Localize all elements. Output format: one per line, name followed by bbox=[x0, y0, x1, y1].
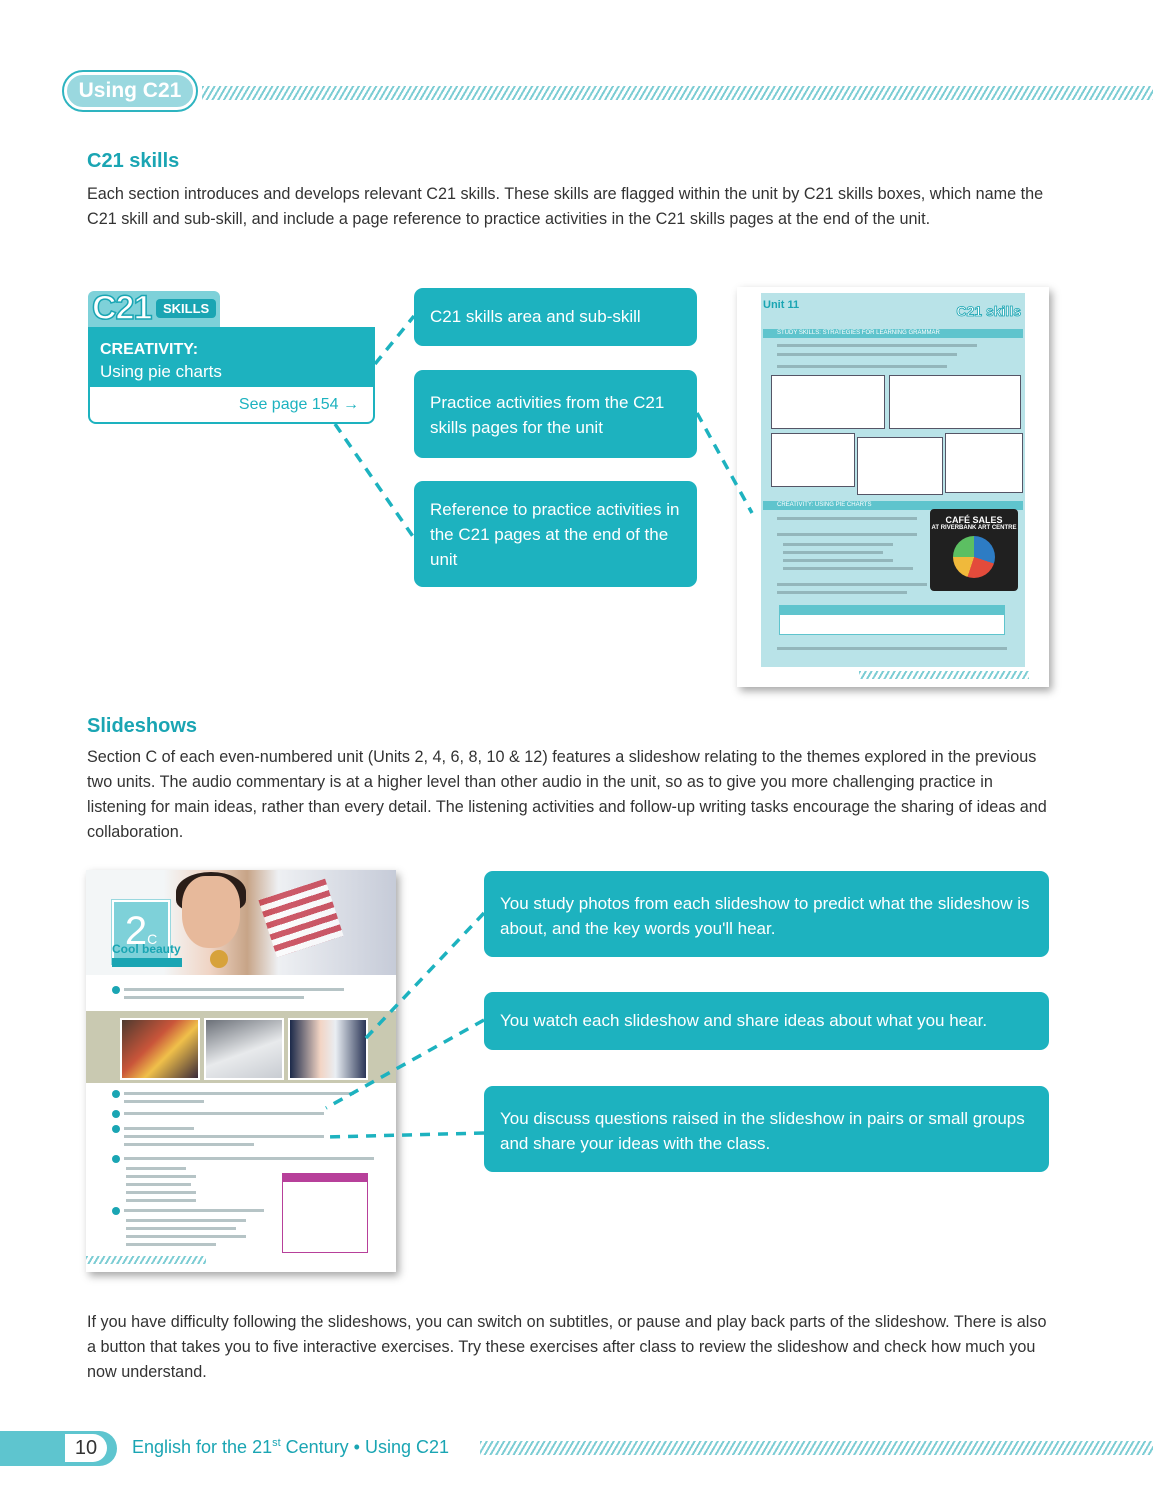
skill-area: CREATIVITY: bbox=[100, 341, 199, 358]
thumb-pie-chart-poster: CAFÉ SALES AT RIVERBANK ART CENTRE bbox=[930, 509, 1018, 591]
header-hatch-divider bbox=[202, 86, 1153, 100]
c21-skills-example-box: CREATIVITY: Using pie charts See page 15… bbox=[88, 327, 375, 424]
thumb-c21-logo: C21 skills bbox=[956, 303, 1021, 320]
thumb-unit-title: Cool beauty bbox=[112, 942, 181, 956]
slideshows-heading: Slideshows bbox=[87, 715, 198, 737]
slideshow-photo-city bbox=[120, 1018, 200, 1080]
c21-logo-text: C21 bbox=[91, 288, 153, 328]
unit-number-badge: 2C bbox=[111, 899, 171, 965]
slideshows-closing: If you have difficulty following the sli… bbox=[87, 1313, 1047, 1381]
see-page-reference: See page 154 → bbox=[238, 396, 359, 413]
slideshows-intro: Section C of each even-numbered unit (Un… bbox=[87, 748, 1047, 841]
arrow-right-icon: → bbox=[343, 396, 359, 413]
page-number-tab: 10 bbox=[0, 1431, 117, 1466]
footer-hatch-divider bbox=[480, 1441, 1153, 1455]
slideshow-photo-interview bbox=[288, 1018, 368, 1080]
pie-chart-icon bbox=[953, 536, 995, 578]
c21-skills-heading: C21 skills bbox=[87, 150, 180, 172]
thumb-section-study-skills: STUDY SKILLS: STRATEGIES FOR LEARNING GR… bbox=[763, 329, 1023, 338]
callout-page-reference: Reference to practice activities in the … bbox=[414, 481, 697, 587]
callout-practice-activities: Practice activities from the C21 skills … bbox=[414, 370, 697, 458]
c21-skills-page-thumbnail: Unit 11 C21 skills STUDY SKILLS: STRATEG… bbox=[737, 287, 1049, 687]
callout-discuss-questions: You discuss questions raised in the slid… bbox=[484, 1086, 1049, 1172]
skills-tag: SKILLS bbox=[156, 299, 217, 318]
slideshow-photo-skating bbox=[204, 1018, 284, 1080]
skill-subskill: Using pie charts bbox=[100, 362, 222, 381]
callout-study-photos: You study photos from each slideshow to … bbox=[484, 871, 1049, 957]
callout-watch-slideshow: You watch each slideshow and share ideas… bbox=[484, 992, 1049, 1050]
c21-skills-intro: Each section introduces and develops rel… bbox=[87, 185, 1044, 228]
slideshow-page-thumbnail: 2C Cool beauty bbox=[86, 870, 396, 1272]
footer-title: English for the 21st Century • Using C21 bbox=[132, 1437, 450, 1457]
thumb-section-creativity: CREATIVITY: USING PIE CHARTS bbox=[763, 501, 1023, 510]
section-tab: Using C21 bbox=[62, 70, 198, 112]
callout-skill-area: C21 skills area and sub-skill bbox=[414, 288, 697, 346]
c21-skills-logo: C21 SKILLS bbox=[88, 288, 220, 328]
thumb-unit-label: Unit 11 bbox=[763, 299, 800, 311]
